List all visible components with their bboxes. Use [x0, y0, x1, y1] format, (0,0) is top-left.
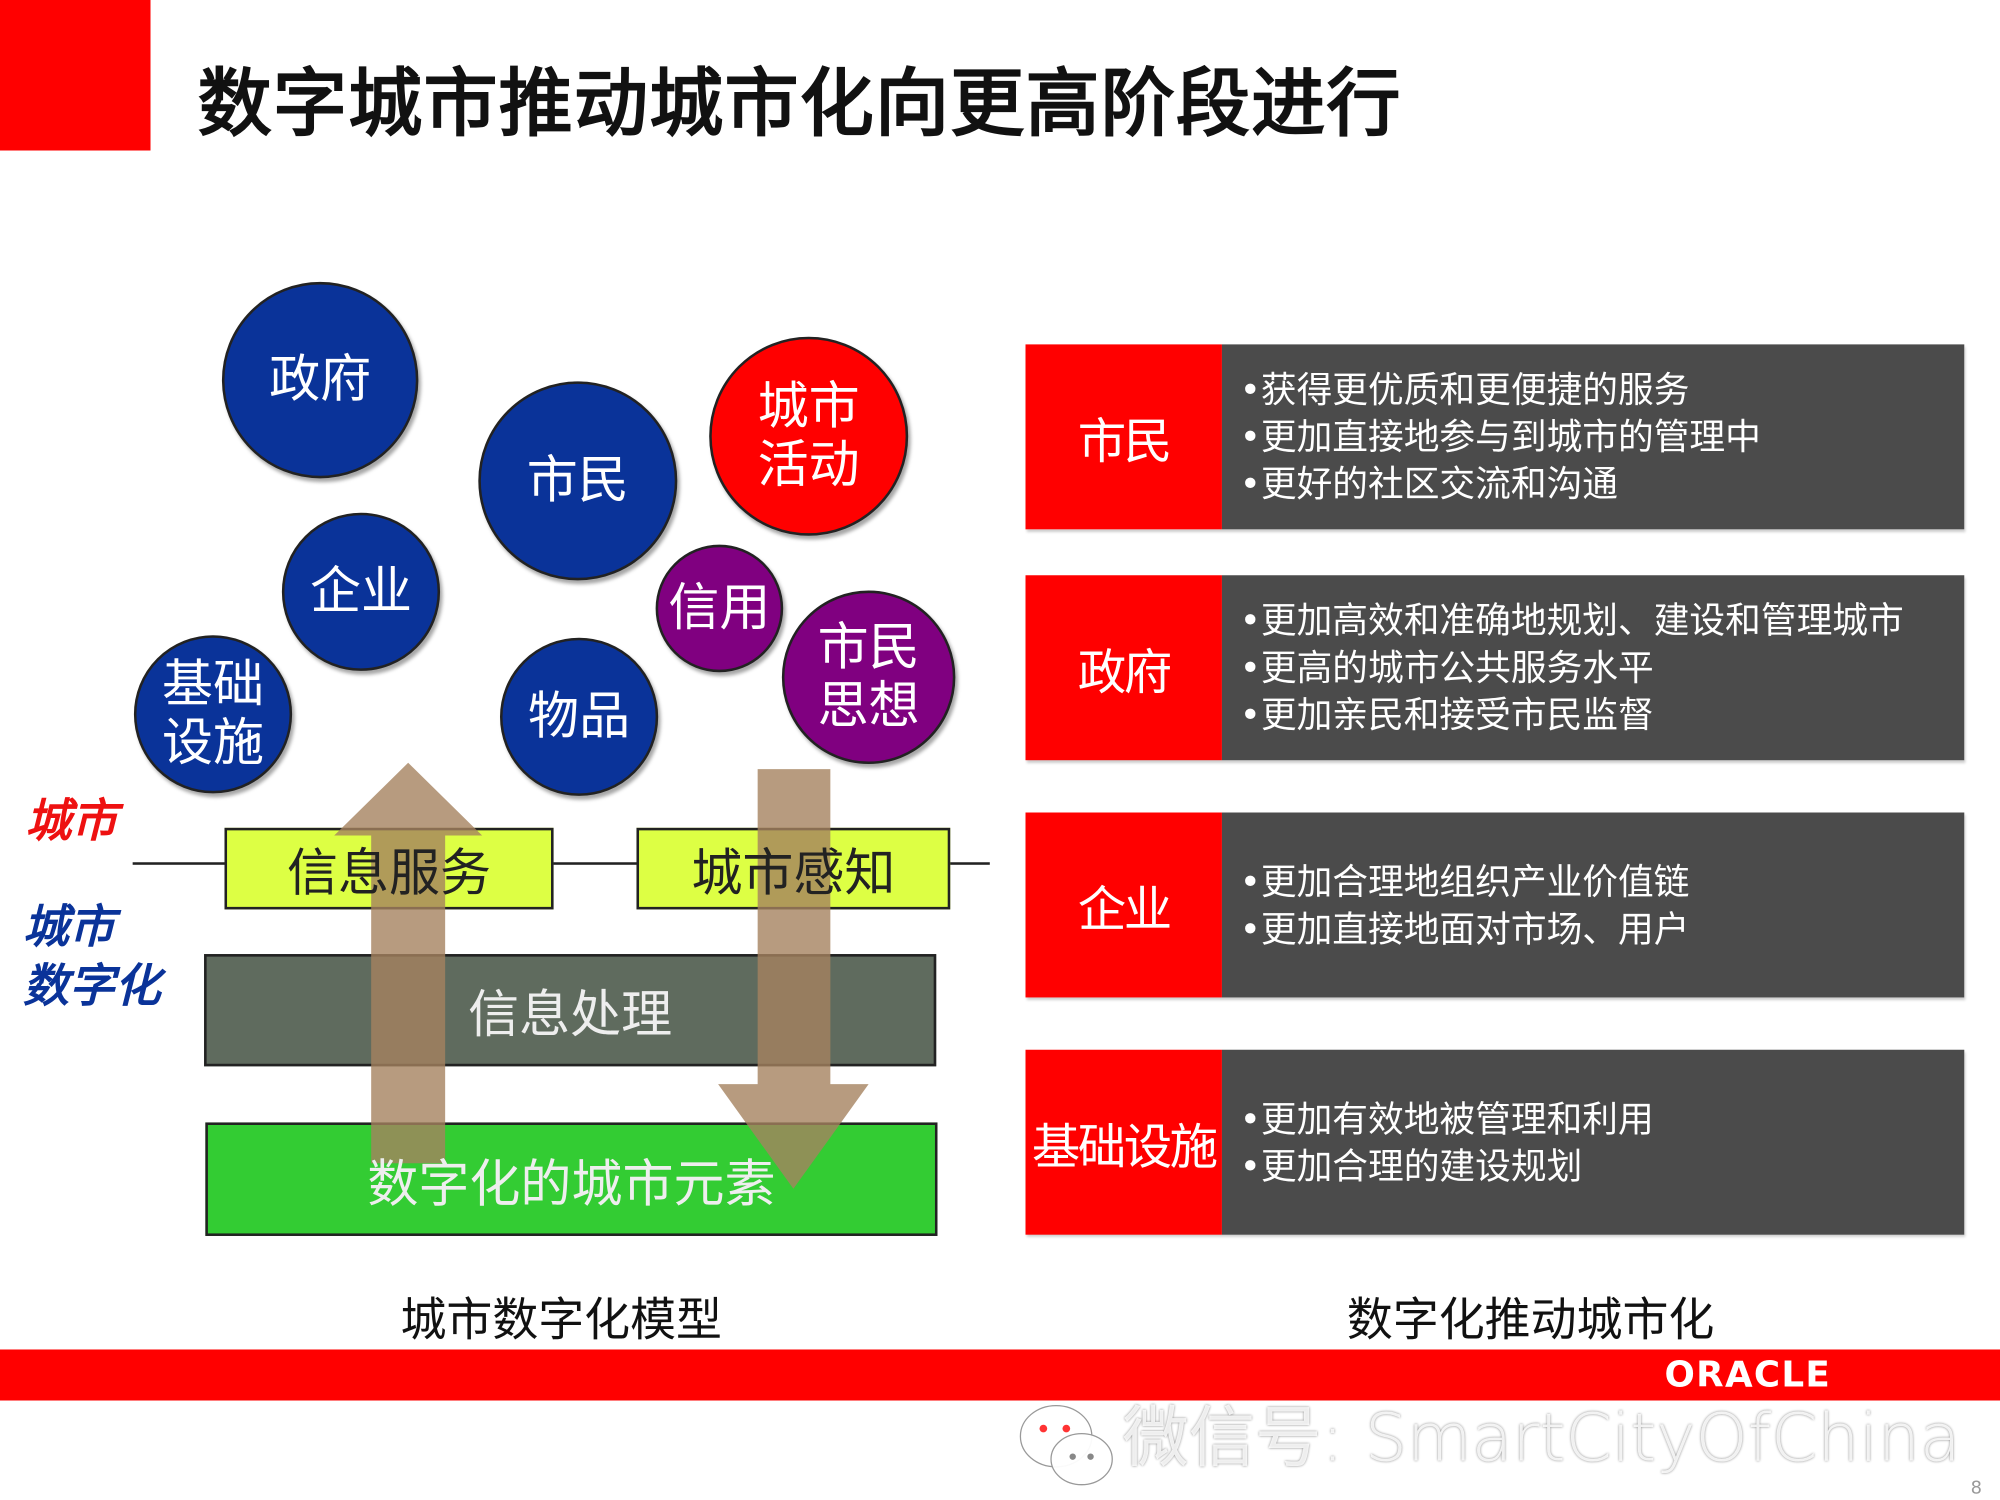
box-info-service: 信息服务 [286, 844, 492, 904]
circle-citizens: 市民 [478, 381, 678, 581]
circle-citizen-thought: 市民思想 [781, 590, 956, 765]
row-infrastructure: 基础设施 •更加有效地被管理和利用 •更加合理的建设规划 [1025, 1049, 1965, 1235]
circle-label: 城市活动 [758, 378, 860, 495]
box-info-processing: 信息处理 [468, 985, 673, 1045]
circle-label-line: 市民 [817, 618, 920, 678]
up-arrow-icon [334, 762, 483, 1164]
label-line: 数字化 [22, 960, 161, 1013]
slide-title: 数字城市推动城市化向更高阶段进行 [197, 59, 1402, 147]
circle-label-line: 基础 [161, 655, 265, 715]
row-tag: 基础设施 [1025, 1049, 1222, 1235]
circle-label-line: 思想 [817, 677, 920, 736]
circle-credit: 信用 [655, 544, 784, 673]
circle-enterprise: 企业 [281, 512, 441, 671]
circle-label: 市民 [526, 451, 629, 511]
bullet-item: •获得更优质和更便捷的服务 [1239, 368, 1690, 411]
bullet-item: •更加直接地参与到城市的管理中 [1239, 415, 1761, 458]
bullet-item: •更加合理地组织产业价值链 [1239, 860, 1690, 903]
circle-goods: 物品 [499, 637, 659, 796]
label-city: 城市 [25, 795, 118, 849]
page-number: 8 [1970, 1478, 1983, 1499]
bullet-item: •更加亲民和接受市民监督 [1239, 693, 1654, 736]
left-caption: 城市数字化模型 [400, 1294, 722, 1347]
circle-label: 市民思想 [818, 619, 920, 736]
circle-label: 物品 [528, 687, 631, 747]
circle-label: 基础设施 [162, 656, 264, 773]
row-citizens: 市民 •获得更优质和更便捷的服务 •更加直接地参与到城市的管理中 •更好的社区交… [1025, 344, 1965, 530]
label-line: 城市 [22, 901, 115, 955]
circle-label-line: 活动 [757, 436, 860, 495]
row-tag: 企业 [1025, 812, 1222, 998]
row-tag: 政府 [1025, 575, 1222, 761]
bullet-item: •更加合理的建设规划 [1239, 1144, 1583, 1187]
circle-label: 企业 [309, 562, 412, 622]
arrows [334, 762, 869, 1189]
watermark: 微信号: SmartCityOfChina [1122, 1400, 1961, 1478]
wechat-icon [1019, 1404, 1113, 1486]
divider-line [132, 862, 990, 865]
row-body: •获得更优质和更便捷的服务 •更加直接地参与到城市的管理中 •更好的社区交流和沟… [1221, 344, 1965, 530]
row-body: •更加合理地组织产业价值链 •更加直接地面对市场、用户 [1221, 812, 1965, 998]
box-city-sensing: 城市感知 [691, 844, 896, 904]
row-government: 政府 •更加高效和准确地规划、建设和管理城市 •更高的城市公共服务水平 •更加亲… [1025, 575, 1965, 761]
oracle-logo: ORACLE [1664, 1353, 1832, 1396]
circle-label-line: 设施 [161, 714, 265, 773]
circle-city-activity: 城市活动 [709, 336, 909, 536]
down-arrow-icon [718, 769, 869, 1189]
row-enterprise: 企业 •更加合理地组织产业价值链 •更加直接地面对市场、用户 [1025, 812, 1965, 998]
circle-label: 政府 [269, 350, 372, 410]
bullet-item: •更加有效地被管理和利用 [1239, 1097, 1654, 1140]
row-body: •更加高效和准确地规划、建设和管理城市 •更高的城市公共服务水平 •更加亲民和接… [1221, 575, 1965, 761]
bullet-item: •更高的城市公共服务水平 [1239, 646, 1654, 689]
label-city-digitization: 城市数字化 [23, 899, 161, 1016]
bullet-item: •更加直接地面对市场、用户 [1239, 907, 1690, 950]
row-tag: 市民 [1025, 344, 1222, 530]
circle-government: 政府 [221, 281, 419, 479]
circle-label: 信用 [668, 579, 771, 638]
right-caption: 数字化推动城市化 [1346, 1294, 1715, 1347]
bullet-item: •更好的社区交流和沟通 [1239, 463, 1619, 506]
bullet-item: •更加高效和准确地规划、建设和管理城市 [1239, 599, 1904, 642]
circle-label-line: 城市 [757, 377, 860, 437]
red-corner-block [0, 0, 151, 151]
row-body: •更加有效地被管理和利用 •更加合理的建设规划 [1221, 1049, 1965, 1235]
circle-infrastructure: 基础设施 [133, 635, 293, 794]
box-digital-elements: 数字化的城市元素 [367, 1154, 776, 1214]
footer-band [0, 1349, 2000, 1401]
